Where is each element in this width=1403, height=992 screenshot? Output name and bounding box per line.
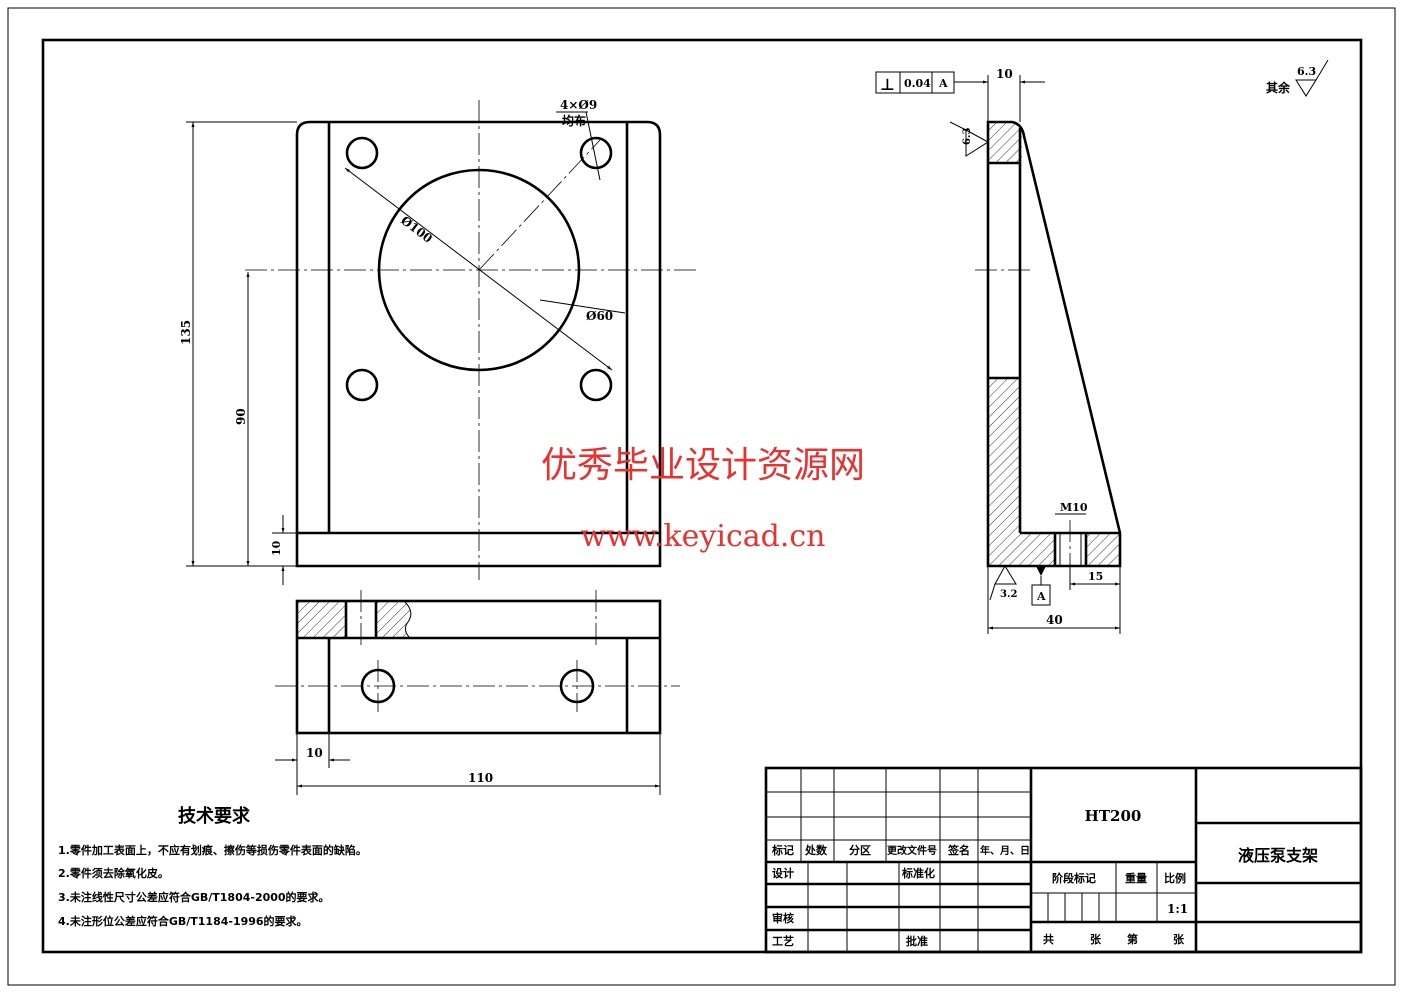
drawing-surface-marks-side-top: 6.3 [962, 128, 973, 145]
front-view: Ø100 Ø60 4×Ø9 均布 135 90 10 [179, 98, 697, 585]
watermark-text: 优秀毕业设计资源网 [541, 445, 865, 486]
line-mark [585, 111, 601, 181]
tech-requirements-items-0: 1.零件加工表面上，不应有划痕、擦伤等损伤零件表面的缺陷。 [58, 843, 367, 857]
tech-requirements-title: 技术要求 [178, 805, 251, 827]
circle-mark [345, 136, 379, 170]
path-mark [1036, 566, 1046, 576]
line-mark [539, 299, 626, 314]
line-mark [949, 121, 967, 131]
line-mark [989, 583, 996, 601]
line-mark [478, 139, 601, 271]
drawing-surface-finish-rest-value: 6.3 [1297, 65, 1316, 78]
circle-mark [579, 368, 613, 402]
path-mark [994, 565, 1017, 585]
path-mark [404, 601, 412, 639]
tolerance-frame: ⊥ 0.04 A [875, 71, 988, 94]
title-block-headers-5: 年、月、日 [980, 844, 1030, 857]
drawing-dimensions-side-thickness: 10 [996, 67, 1013, 81]
title-block-approve: 批准 [906, 934, 928, 948]
drawing-dimensions-side-depth: 40 [1046, 613, 1063, 627]
drawing-dimensions-holes: 4×Ø9 [560, 98, 597, 112]
title-block-headers-0: 标记 [771, 843, 794, 857]
mounting-holes [345, 136, 613, 402]
tech-requirements-items-3: 4.未注形位公差应符合GB/T1184-1996的要求。 [58, 914, 308, 928]
drawing-dimensions-holes-note: 均布 [562, 113, 586, 128]
line-mark [344, 167, 613, 371]
tech-requirements: 技术要求 1.零件加工表面上，不应有划痕、擦伤等损伤零件表面的缺陷。 2.零件须… [58, 805, 367, 928]
title-block-process: 工艺 [772, 934, 794, 948]
title-block-headers-1: 处数 [804, 843, 828, 857]
drawing-dimensions-bolt-circle: Ø100 [398, 213, 435, 246]
tech-requirements-items-1: 2.零件须去除氧化皮。 [58, 866, 169, 880]
drawing-datum-label: A [1036, 590, 1046, 603]
title-block-sheets: 张 [1090, 932, 1102, 946]
drawing-dimensions-wall-thickness: 10 [306, 746, 323, 760]
drawing-surface-finish-rest-label: 其余 [1266, 80, 1291, 95]
path-mark [376, 602, 411, 638]
material: HT200 [1085, 807, 1142, 825]
title-block-weight: 重量 [1125, 871, 1147, 885]
circle-mark [345, 368, 379, 402]
title-block-design: 设计 [772, 866, 794, 880]
title-block-sheets2: 张 [1173, 932, 1185, 946]
rect-mark [764, 766, 1363, 954]
path-mark [295, 120, 662, 568]
title-block-headers-2: 分区 [849, 843, 871, 857]
top-view: 10 110 [275, 590, 680, 795]
path-mark [986, 120, 1122, 568]
surface-finish-rest: 其余 6.3 [1266, 59, 1329, 97]
title-block-review: 审核 [772, 911, 794, 925]
drawing-dimensions-thread-offset: 15 [1088, 570, 1103, 583]
circle-mark [579, 136, 613, 170]
drawing-dimensions-center-height: 90 [234, 408, 248, 425]
title-block-scale-label: 比例 [1164, 871, 1186, 885]
title-block-standardize: 标准化 [901, 866, 935, 880]
title-block-total: 共 [1043, 932, 1054, 946]
title-block-stage-mark: 阶段标记 [1052, 871, 1096, 885]
title-block: 标记 处数 分区 更改文件号 签名 年、月、日 设计 标准化 审核 工艺 批准 … [764, 766, 1363, 954]
side-view: 10 40 M10 15 6.3 3.2 A [949, 67, 1122, 634]
path-mark [988, 122, 1022, 163]
part-name: 液压泵支架 [1238, 846, 1318, 865]
rect-mark [298, 602, 346, 638]
rect-mark [988, 378, 1020, 533]
drawing-dimensions-height-total: 135 [179, 320, 193, 345]
title-block-headers-3: 更改文件号 [887, 844, 937, 857]
drawing-dimensions-base-thickness: 10 [270, 540, 283, 556]
tech-requirements-items-2: 3.未注线性尺寸公差应符合GB/T1804-2000的要求。 [58, 890, 330, 904]
path-mark [1295, 59, 1329, 97]
drawing-dimensions-width-total: 110 [468, 771, 493, 785]
drawing-dimensions-bore: Ø60 [586, 309, 613, 323]
drawing-frame [41, 38, 1363, 954]
rect-mark [1086, 533, 1120, 566]
drawing-surface-marks-base-bottom: 3.2 [1000, 589, 1017, 600]
datum-box [1031, 584, 1051, 606]
path-mark [965, 129, 989, 157]
outer-border [7, 7, 1396, 986]
drawing-tolerance-frame-symbol: ⊥ [880, 75, 895, 94]
watermark-url: www.keyicad.cn [580, 519, 825, 554]
title-block-headers-4: 签名 [947, 843, 970, 857]
rect-mark [988, 533, 1055, 566]
rect-mark [295, 599, 662, 735]
drawing-dimensions-thread: M10 [1060, 501, 1088, 514]
title-block-sheet-no: 第 [1127, 932, 1138, 946]
drawing-tolerance-frame-datum: A [938, 77, 948, 90]
drawing-tolerance-frame-value: 0.04 [904, 77, 931, 90]
drawing-scale: 1:1 [1167, 902, 1188, 916]
